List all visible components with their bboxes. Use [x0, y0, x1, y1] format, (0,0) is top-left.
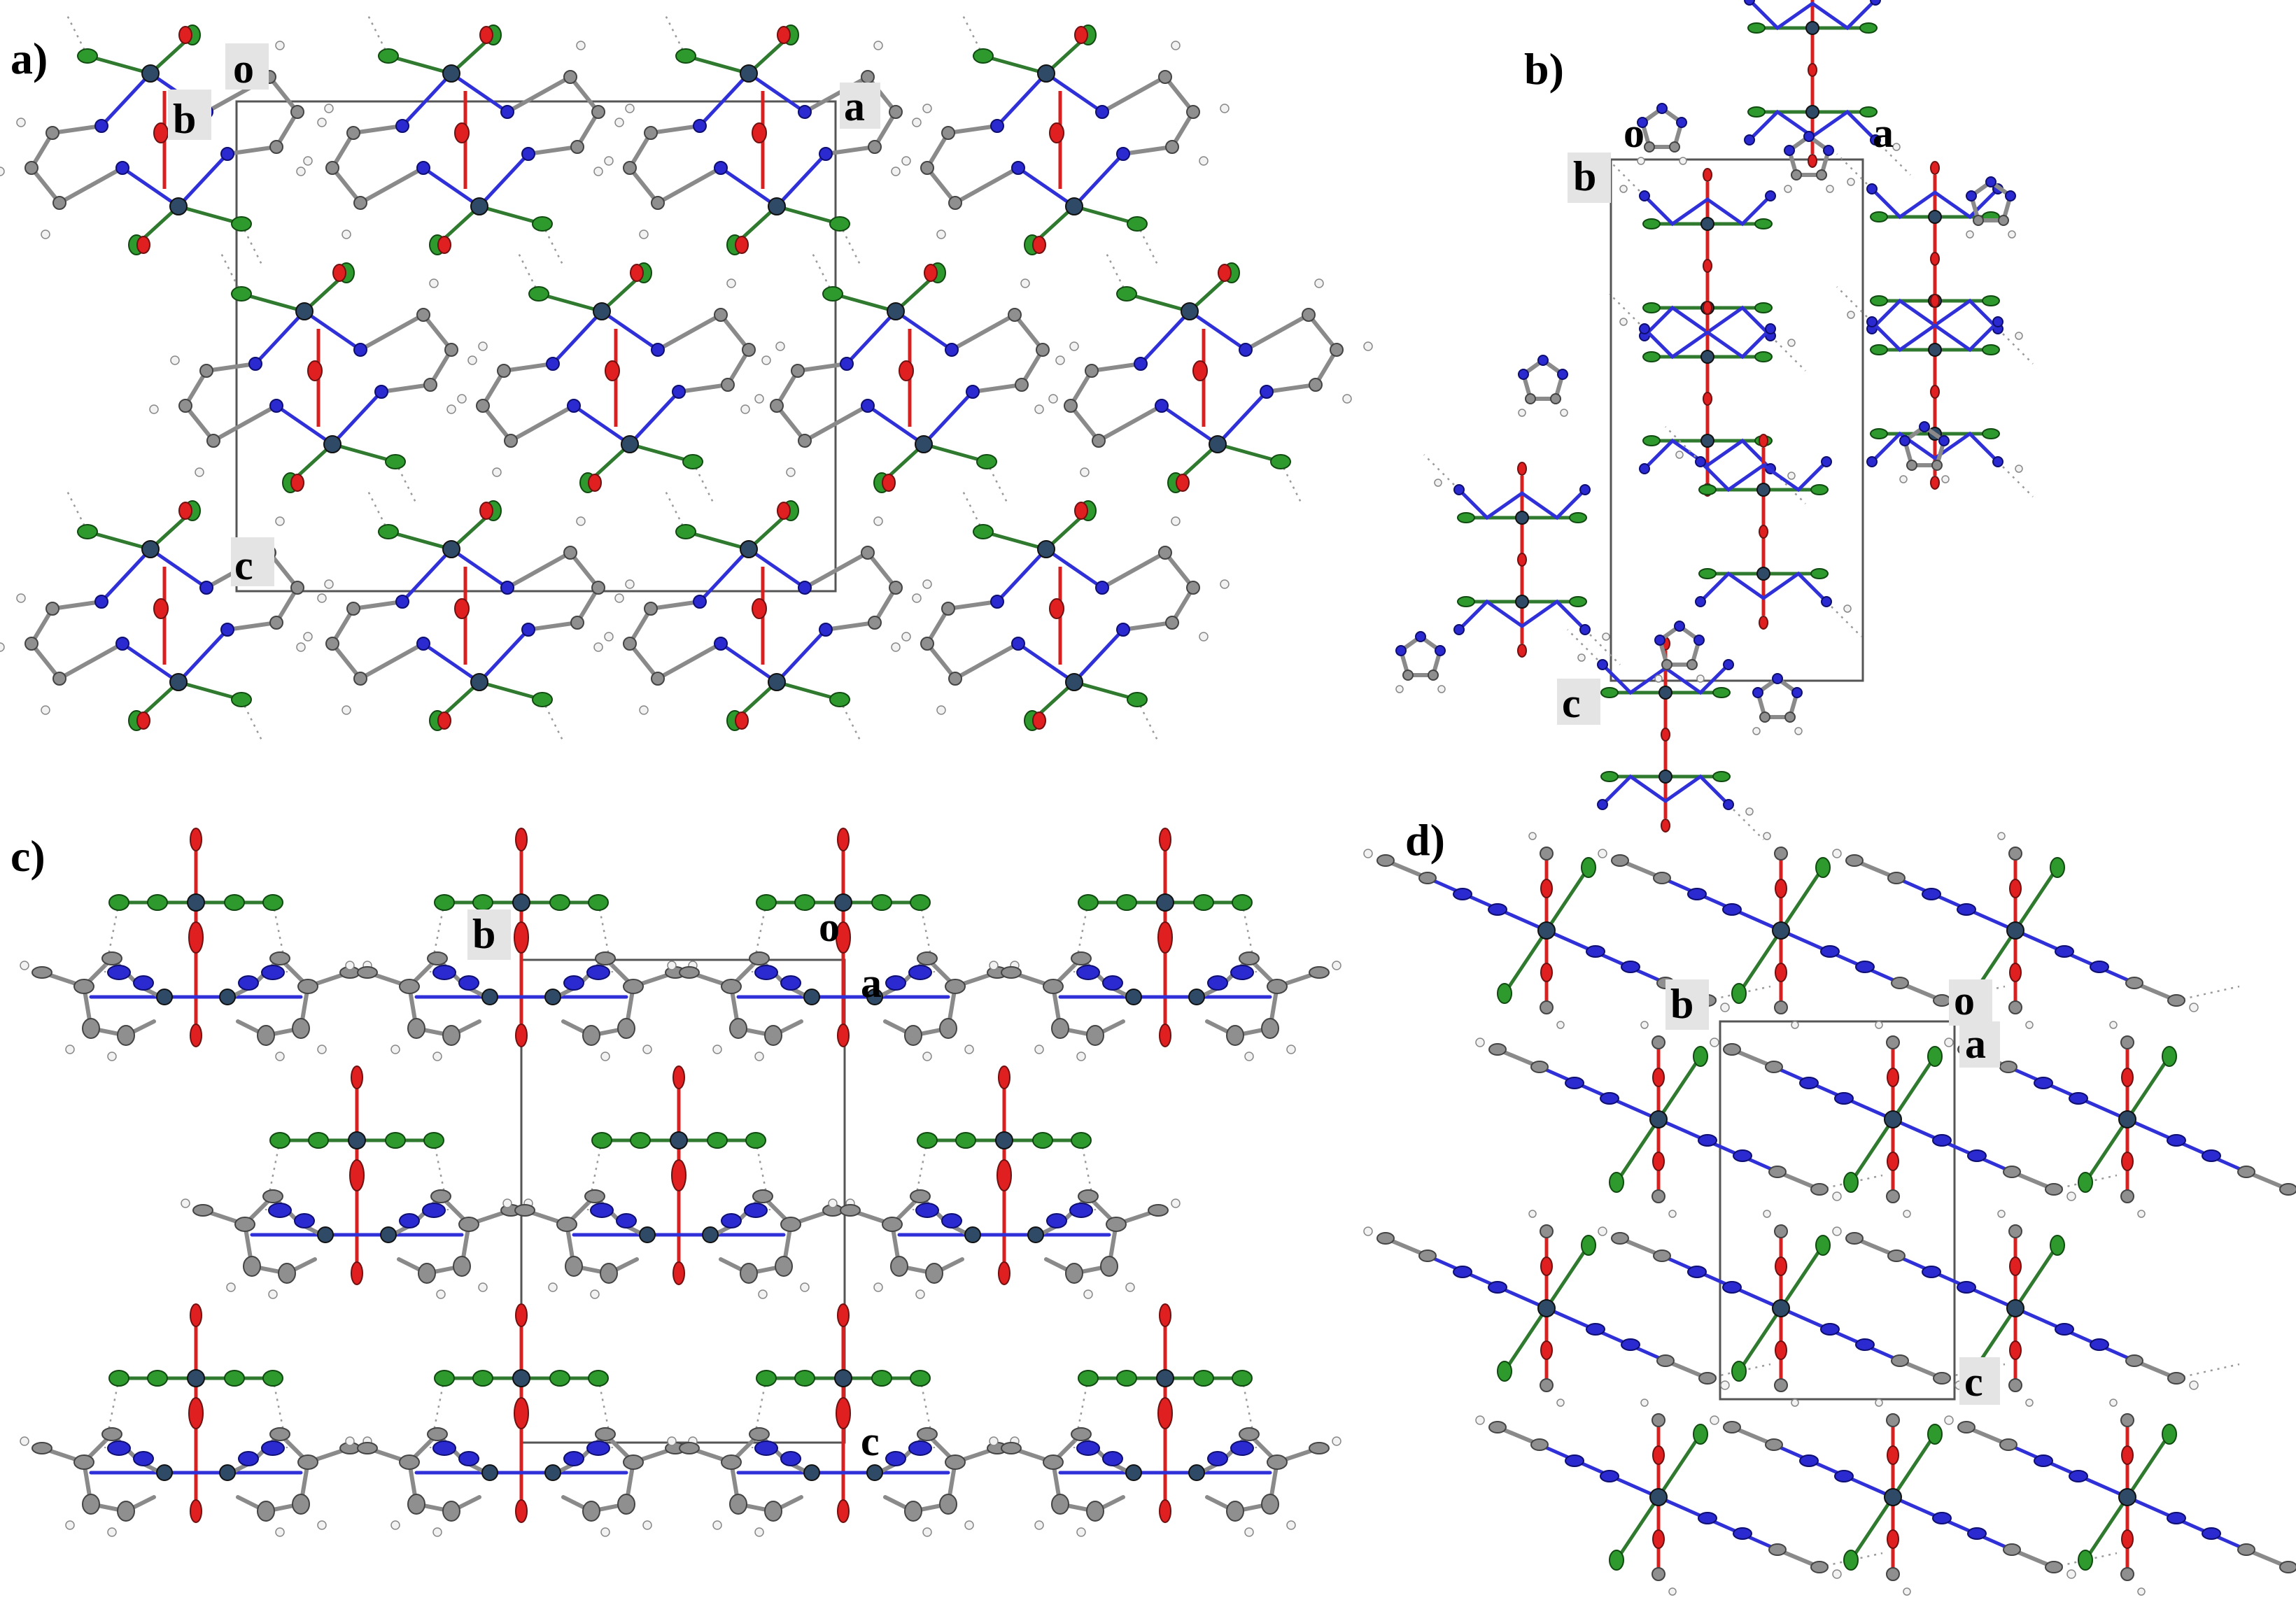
dimer-molecule-icon [1396, 632, 1445, 693]
panel-c-axis-c: c [861, 1418, 880, 1464]
panel-b-axis-o: o [1624, 110, 1644, 156]
panel-b-axis-b: b [1573, 153, 1596, 199]
panel-a-unit-cell [235, 100, 837, 593]
dimer-molecule-icon [1833, 833, 2239, 1028]
panel-d-label: d) [1405, 815, 1445, 865]
dimer-molecule-icon [1476, 1399, 1882, 1595]
dimer-molecule-icon [892, 490, 1229, 742]
panel-d-axis-c: c [1964, 1359, 1983, 1405]
panel-a-axis-o: o [233, 45, 254, 92]
panel-c-label: c) [10, 831, 45, 881]
dimer-molecule-icon [668, 828, 1019, 1061]
dimer-molecule-icon [989, 1304, 1341, 1536]
dimer-molecule-icon [1966, 177, 2015, 238]
dimer-molecule-icon [297, 14, 634, 266]
panel-a-axis-b: b [173, 96, 196, 142]
panel-d-axis-b: b [1670, 981, 1693, 1027]
dimer-molecule-icon [447, 252, 784, 504]
panel-b-axis-c: c [1562, 680, 1581, 726]
dimer-molecule-icon [0, 14, 333, 266]
dimer-molecule-icon [346, 828, 697, 1061]
dimer-molecule-icon [503, 1066, 854, 1298]
dimer-molecule-icon [0, 490, 333, 742]
dimer-molecule-icon [1710, 1399, 2117, 1595]
panel-b-axis-a: a [1873, 110, 1894, 156]
dimer-molecule-icon [346, 1304, 697, 1536]
dimer-molecule-icon [594, 14, 931, 266]
panel-a-label: a) [10, 34, 48, 83]
dimer-molecule-icon [892, 14, 1229, 266]
dimer-molecule-icon [1476, 1021, 1882, 1217]
dimer-molecule-icon [20, 1304, 372, 1536]
panel-a-axis-c: c [234, 542, 253, 588]
panel-b-unit-cell [1610, 158, 1864, 682]
dimer-molecule-icon [1519, 355, 1568, 416]
panel-b-label: b) [1524, 44, 1564, 94]
panel-b: b) b o a c [1396, 0, 2033, 840]
dimer-molecule-icon [741, 252, 1078, 504]
dimer-molecule-icon [594, 490, 931, 742]
panel-d-molecules [1364, 833, 2296, 1595]
panel-a-axis-a: a [844, 83, 865, 129]
dimer-molecule-icon [1598, 1210, 2005, 1406]
panel-c-axis-b: b [472, 911, 495, 957]
panel-c-axis-o: o [819, 904, 840, 950]
dimer-molecule-icon [989, 828, 1341, 1061]
panel-b-molecules [1396, 0, 2033, 840]
panel-c-molecules [20, 828, 1341, 1536]
dimer-molecule-icon [1655, 621, 1704, 682]
dimer-molecule-icon [668, 1304, 1019, 1536]
dimer-molecule-icon [1753, 674, 1802, 735]
dimer-molecule-icon [829, 1066, 1180, 1298]
dimer-molecule-icon [1598, 833, 2005, 1028]
dimer-molecule-icon [297, 490, 634, 742]
panel-c-unit-cell [520, 958, 846, 1444]
panel-d-axis-a: a [1965, 1021, 1986, 1067]
dimer-molecule-icon [1710, 1021, 2117, 1217]
dimer-molecule-icon [150, 252, 487, 504]
dimer-molecule-icon [1035, 252, 1372, 504]
panel-a: a) o b a c [0, 14, 1372, 742]
panel-d-axis-o: o [1954, 977, 1975, 1024]
panel-d: d) b o a c [1364, 815, 2296, 1595]
panel-d-unit-cell [1719, 1020, 1956, 1401]
dimer-molecule-icon [181, 1066, 533, 1298]
panel-c: c) b o a c [10, 828, 1341, 1536]
dimer-molecule-icon [1364, 1210, 1770, 1406]
dimer-molecule-icon [20, 828, 372, 1061]
dimer-molecule-icon [1424, 455, 1620, 665]
panel-c-axis-a: a [861, 960, 882, 1006]
dimer-molecule-icon [1638, 104, 1686, 164]
dimer-molecule-icon [1945, 1399, 2296, 1595]
dimer-molecule-icon [1833, 1210, 2239, 1406]
